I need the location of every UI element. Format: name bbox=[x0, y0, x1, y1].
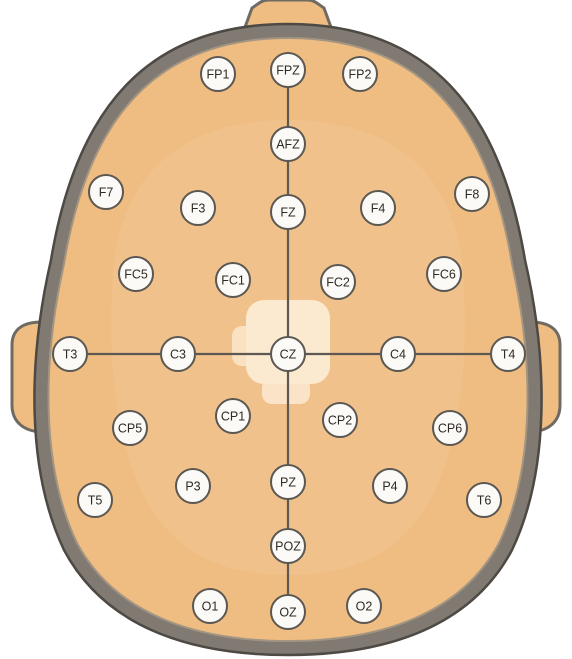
electrode-label: O1 bbox=[202, 600, 219, 614]
electrode-cp2: CP2 bbox=[323, 403, 357, 437]
electrode-label: O2 bbox=[356, 600, 373, 614]
electrode-fp2: FP2 bbox=[343, 57, 377, 91]
electrode-fp1: FP1 bbox=[201, 57, 235, 91]
electrode-label: FP1 bbox=[207, 68, 230, 82]
electrode-label: F4 bbox=[371, 202, 386, 216]
electrode-label: F8 bbox=[465, 188, 480, 202]
electrode-label: CP5 bbox=[118, 422, 142, 436]
electrode-f3: F3 bbox=[181, 191, 215, 225]
electrode-afz: AFZ bbox=[271, 127, 305, 161]
electrode-pz: PZ bbox=[271, 465, 305, 499]
electrode-f7: F7 bbox=[89, 175, 123, 209]
electrode-label: T3 bbox=[63, 348, 78, 362]
electrode-label: CP1 bbox=[221, 410, 245, 424]
electrode-p3: P3 bbox=[176, 469, 210, 503]
electrode-p4: P4 bbox=[373, 469, 407, 503]
electrode-o1: O1 bbox=[193, 589, 227, 623]
electrode-fz: FZ bbox=[271, 195, 305, 229]
electrode-poz: POZ bbox=[271, 529, 305, 563]
electrode-oz: OZ bbox=[271, 595, 305, 629]
electrode-label: F3 bbox=[191, 202, 206, 216]
electrode-label: P3 bbox=[185, 480, 200, 494]
electrode-c4: C4 bbox=[381, 337, 415, 371]
electrode-label: C4 bbox=[390, 348, 406, 362]
electrode-label: AFZ bbox=[276, 138, 300, 152]
electrode-label: F7 bbox=[99, 186, 114, 200]
electrode-f4: F4 bbox=[361, 191, 395, 225]
electrode-label: T4 bbox=[501, 348, 516, 362]
electrode-t6: T6 bbox=[467, 483, 501, 517]
electrode-label: CZ bbox=[280, 348, 297, 362]
electrode-fc2: FC2 bbox=[321, 265, 355, 299]
electrode-label: POZ bbox=[275, 540, 301, 554]
electrode-label: FC1 bbox=[221, 274, 245, 288]
electrode-t4: T4 bbox=[491, 337, 525, 371]
electrode-cz: CZ bbox=[271, 337, 305, 371]
electrode-cp6: CP6 bbox=[433, 411, 467, 445]
electrode-fpz: FPZ bbox=[271, 53, 305, 87]
electrode-c3: C3 bbox=[161, 337, 195, 371]
electrode-label: FZ bbox=[280, 206, 296, 220]
electrode-cp5: CP5 bbox=[113, 411, 147, 445]
electrode-label: FP2 bbox=[349, 68, 372, 82]
electrode-t5: T5 bbox=[78, 483, 112, 517]
electrode-fc5: FC5 bbox=[119, 257, 153, 291]
electrode-label: P4 bbox=[382, 480, 397, 494]
electrode-label: T6 bbox=[477, 494, 492, 508]
electrode-f8: F8 bbox=[455, 177, 489, 211]
electrode-cp1: CP1 bbox=[216, 399, 250, 433]
electrode-o2: O2 bbox=[347, 589, 381, 623]
electrode-label: FPZ bbox=[276, 64, 300, 78]
electrode-label: PZ bbox=[280, 476, 296, 490]
electrode-label: CP6 bbox=[438, 422, 462, 436]
electrode-t3: T3 bbox=[53, 337, 87, 371]
electrode-label: C3 bbox=[170, 348, 186, 362]
electrode-label: FC6 bbox=[432, 268, 456, 282]
electrode-fc1: FC1 bbox=[216, 263, 250, 297]
electrode-fc6: FC6 bbox=[427, 257, 461, 291]
electrode-label: FC2 bbox=[326, 276, 350, 290]
electrode-label: CP2 bbox=[328, 414, 352, 428]
electrode-label: T5 bbox=[88, 494, 103, 508]
electrode-label: OZ bbox=[279, 606, 297, 620]
electrode-label: FC5 bbox=[124, 268, 148, 282]
